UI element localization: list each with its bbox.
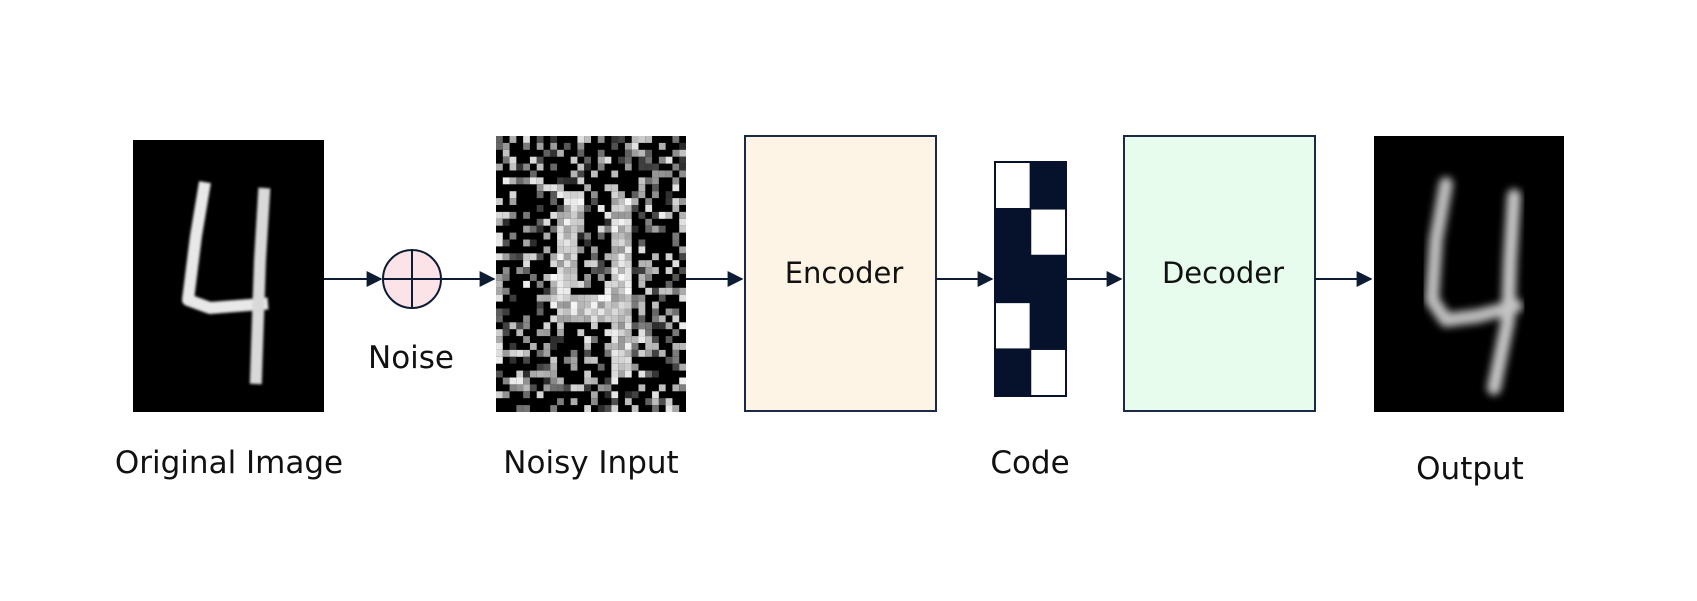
- code-block: [994, 161, 1067, 397]
- code-label: Code: [990, 445, 1069, 481]
- code-cell: [994, 348, 1032, 397]
- encoder-label: Encoder: [785, 256, 904, 290]
- code-cell: [1029, 348, 1067, 397]
- noise-label: Noise: [368, 340, 454, 376]
- decoder-label: Decoder: [1162, 256, 1284, 290]
- decoder-block: Decoder: [1123, 135, 1316, 412]
- original-image-label: Original Image: [115, 445, 343, 481]
- noise-add-node: [382, 249, 442, 309]
- code-cell: [1029, 301, 1067, 350]
- noisy-input-image: [496, 136, 686, 412]
- code-cell: [994, 254, 1032, 304]
- encoder-block: Encoder: [744, 135, 937, 412]
- code-cell: [994, 208, 1032, 257]
- output-label: Output: [1416, 451, 1524, 487]
- noisy-input-label: Noisy Input: [503, 445, 678, 481]
- output-image: [1374, 136, 1564, 412]
- code-cell: [1029, 161, 1067, 210]
- code-cell: [994, 161, 1032, 210]
- original-image: [133, 140, 324, 412]
- code-cell: [994, 301, 1032, 350]
- code-cell: [1029, 254, 1067, 304]
- code-cell: [1029, 208, 1067, 257]
